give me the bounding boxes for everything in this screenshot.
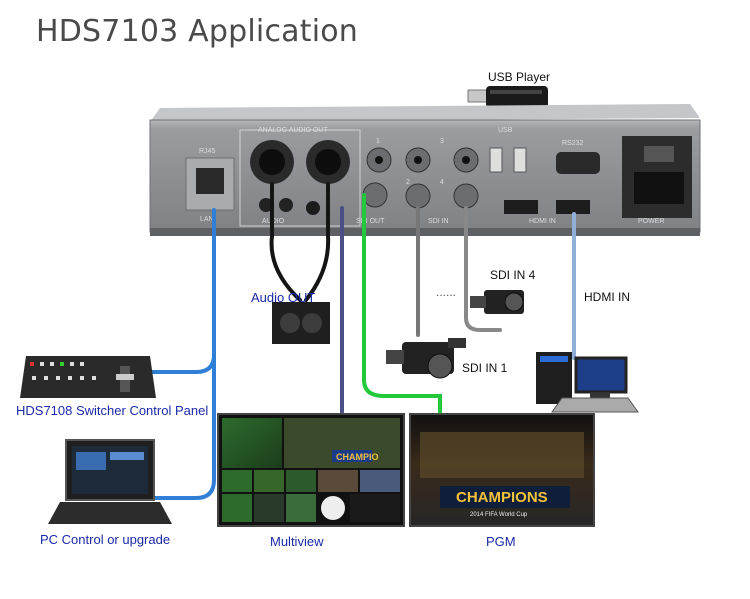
sdi-in-4-cable — [464, 206, 502, 332]
audio-cable-left — [269, 182, 302, 302]
switcher-control-panel-icon — [20, 356, 156, 398]
pgm-label: PGM — [486, 534, 516, 549]
hdmi-source-computer-icon — [536, 352, 639, 413]
sdi-port-2-label: 2 — [406, 179, 410, 186]
lan-cable-panel — [148, 353, 216, 374]
usb-label: USB — [498, 127, 513, 134]
hdmi-in-label: HDMI IN — [584, 290, 630, 304]
sdi-in-label: SDI IN — [428, 218, 449, 225]
sdi-in-1-camera-icon — [386, 338, 466, 379]
cables — [148, 182, 576, 500]
pgm-banner: CHAMPIONS — [456, 489, 548, 506]
audio-cable-right — [304, 182, 331, 302]
power-label: POWER — [638, 218, 664, 225]
rj45-label: RJ45 — [199, 148, 215, 155]
audio-out-label: Audio OUT — [251, 290, 316, 305]
sdi-in-1-label: SDI IN 1 — [462, 361, 508, 375]
sdi-out-label: SDI OUT — [356, 218, 385, 225]
multiview-monitor — [217, 413, 405, 527]
page-title: HDS7103 Application — [36, 14, 359, 49]
usb-player-label: USB Player — [488, 70, 551, 84]
usb-player-icon — [467, 86, 548, 108]
pgm-subbanner: 2014 FIFA World Cup — [470, 512, 528, 518]
speaker-icon — [272, 302, 330, 344]
analog-audio-out-label: ANALOG AUDIO OUT — [258, 127, 328, 134]
pgm-monitor — [409, 413, 595, 527]
multiview-banner: CHAMPIO — [336, 452, 379, 462]
sdi-out-cable-pgm — [362, 193, 442, 414]
multiview-label: Multiview — [270, 534, 324, 549]
lan-cable — [148, 208, 216, 500]
hdmi-in-panel-label: HDMI IN — [529, 218, 556, 225]
pc-control-label: PC Control or upgrade — [40, 532, 171, 547]
lan-label: LAN — [200, 216, 214, 223]
rs232-label: RS232 — [562, 140, 584, 147]
sdi-port-4-label: 4 — [440, 179, 444, 186]
sdi-in-4-camera-icon — [470, 290, 524, 314]
pc-laptop-icon — [48, 439, 172, 524]
switcher-panel-label: HDS7108 Switcher Control Panel — [16, 403, 209, 418]
sdi-port-1-label: 1 — [376, 138, 380, 145]
sdi-port-3-label: 3 — [440, 138, 444, 145]
sdi-in-4-label: SDI IN 4 — [490, 268, 536, 282]
dots-label: ...... — [436, 285, 457, 299]
hds7103-back-panel — [149, 104, 701, 236]
